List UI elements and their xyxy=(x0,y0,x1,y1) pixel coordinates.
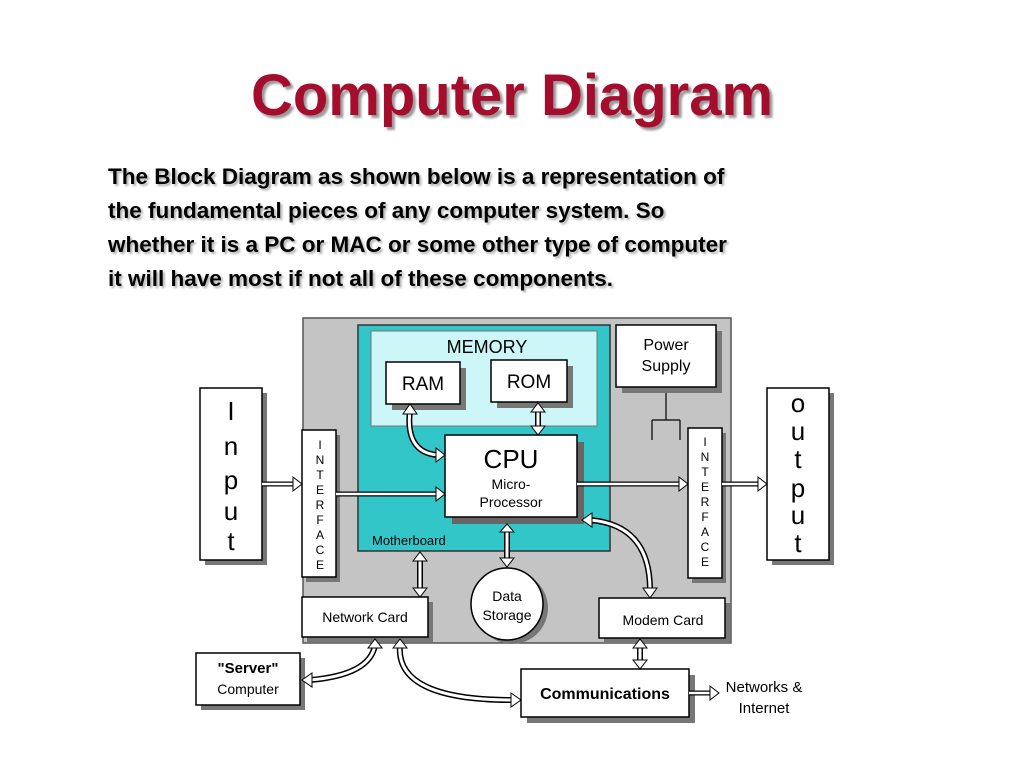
cpu-sub-label: Processor xyxy=(479,494,542,510)
interface-letter: C xyxy=(316,543,325,557)
output-letter: t xyxy=(794,528,802,558)
output-letter: t xyxy=(794,444,802,474)
networks-label: Networks & xyxy=(726,679,803,696)
arrow-rom-cpu xyxy=(529,402,547,436)
modem-card-label: Modem Card xyxy=(623,612,704,628)
rom-label: ROM xyxy=(507,372,551,393)
interface-letter: C xyxy=(701,540,710,554)
description-line: it will have most if not all of these co… xyxy=(108,266,614,291)
interface-letter: E xyxy=(701,555,709,569)
interface-letter: E xyxy=(701,480,709,494)
interface-letter: I xyxy=(318,438,321,452)
communications-block xyxy=(520,668,690,718)
networks-label: Internet xyxy=(739,700,791,717)
arrow-network-server xyxy=(301,638,384,688)
arrow-cpu-to-interface xyxy=(577,475,689,493)
arrow-interface-to-output xyxy=(722,475,768,493)
description: The Block Diagram as shown below is a re… xyxy=(108,160,908,296)
ram-block xyxy=(385,361,461,405)
left-interface-block xyxy=(301,429,337,578)
modem-card-block xyxy=(598,597,726,639)
interface-letter: A xyxy=(316,528,324,542)
arrow-network-communications xyxy=(391,638,522,708)
cpu-sub-label: Micro- xyxy=(492,476,531,492)
interface-letter: E xyxy=(316,558,324,572)
description-line: The Block Diagram as shown below is a re… xyxy=(108,164,725,189)
rom-block xyxy=(490,359,568,403)
power-supply-block xyxy=(615,324,717,388)
interface-letter: F xyxy=(701,510,708,524)
input-letter: n xyxy=(224,431,238,461)
cpu-block xyxy=(444,434,578,518)
interface-letter: R xyxy=(701,495,710,509)
output-letter: u xyxy=(791,416,805,446)
network-card-label: Network Card xyxy=(322,609,408,625)
arrow-cpu-data-storage xyxy=(498,523,516,568)
power-connector xyxy=(651,393,681,440)
data-storage-label: Data xyxy=(492,588,522,604)
input-letter: t xyxy=(227,526,235,556)
page-title: Computer Diagram xyxy=(250,63,774,128)
description-line: whether it is a PC or MAC or some other … xyxy=(108,232,727,257)
motherboard-label: Motherboard xyxy=(372,533,446,548)
arrow-communications-networks xyxy=(689,684,720,702)
server-block xyxy=(195,652,301,706)
interface-letter: T xyxy=(701,465,709,479)
memory-label: MEMORY xyxy=(447,337,528,357)
data-storage-label: Storage xyxy=(482,607,531,623)
arrow-cpu-modem xyxy=(581,512,658,599)
interface-letter: A xyxy=(701,525,709,539)
interface-letter: E xyxy=(316,483,324,497)
arrow-input-to-interface xyxy=(262,475,303,493)
arrow-interface-to-cpu xyxy=(336,485,446,503)
cpu-label: CPU xyxy=(484,444,539,474)
interface-letter: N xyxy=(316,453,325,467)
interface-letter: F xyxy=(316,513,323,527)
output-letter: p xyxy=(791,473,805,503)
interface-letter: T xyxy=(316,468,324,482)
ram-label: RAM xyxy=(402,374,444,395)
interface-letter: N xyxy=(701,450,710,464)
interface-letter: I xyxy=(703,435,706,449)
output-block xyxy=(766,387,830,561)
input-block xyxy=(199,387,263,561)
output-letter: o xyxy=(791,388,805,418)
data-storage-disk xyxy=(470,567,544,641)
communications-label: Communications xyxy=(540,686,670,703)
arrow-ram-cpu xyxy=(402,403,446,464)
server-label: Computer xyxy=(217,681,279,697)
input-letter: u xyxy=(224,496,238,526)
network-card-block xyxy=(301,596,429,638)
arrow-modem-communications xyxy=(631,638,649,670)
input-letter: p xyxy=(224,465,238,495)
input-letter: I xyxy=(227,396,234,426)
power-supply-label: Power xyxy=(643,337,689,354)
server-label: "Server" xyxy=(218,660,279,677)
interface-letter: R xyxy=(316,498,325,512)
arrow-motherboard-network xyxy=(411,551,429,598)
right-interface-block xyxy=(687,427,723,579)
description-line: the fundamental pieces of any computer s… xyxy=(108,198,665,223)
power-supply-label: Supply xyxy=(642,358,691,375)
output-letter: u xyxy=(791,500,805,530)
